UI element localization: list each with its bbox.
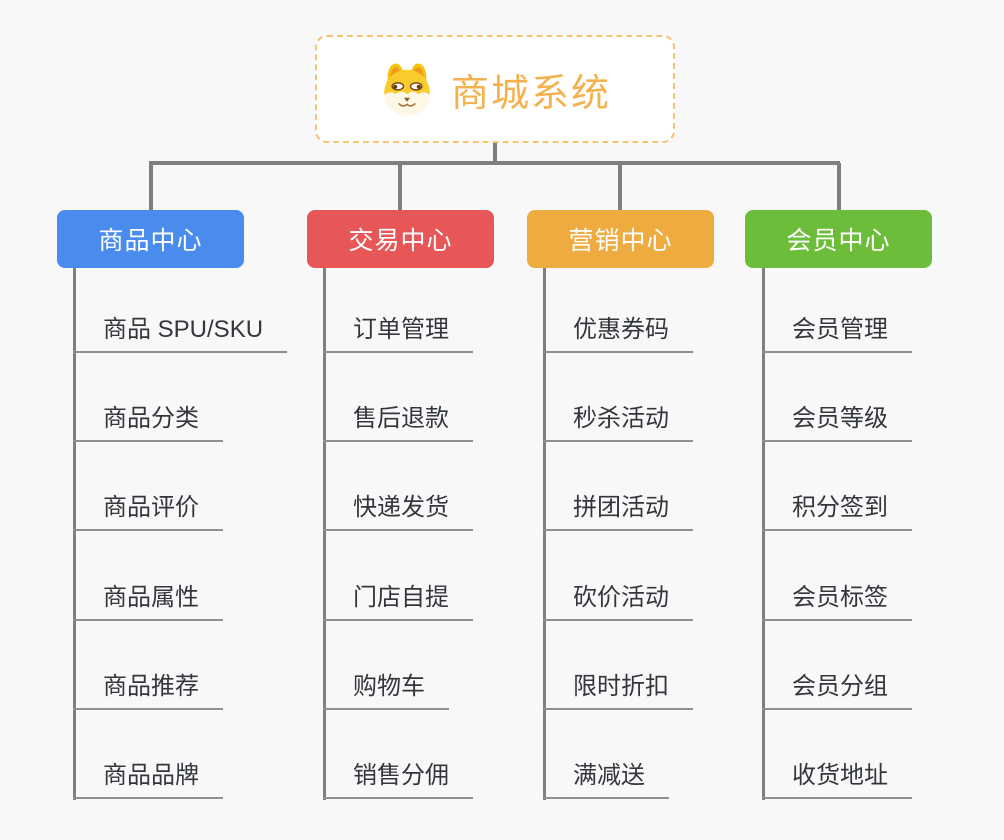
trunk-line [73, 268, 76, 800]
branch-label: 交易中心 [348, 227, 453, 255]
leaf-node[interactable]: 商品分类 [73, 404, 223, 442]
branch-label: 商品中心 [98, 227, 203, 255]
leaf-node[interactable]: 售后退款 [323, 404, 473, 442]
leaf-node[interactable]: 商品 SPU/SKU [73, 315, 288, 353]
leaf-node[interactable]: 会员分组 [762, 672, 912, 710]
leaf-node[interactable]: 优惠券码 [543, 315, 693, 353]
leaf-node[interactable]: 积分签到 [762, 493, 912, 531]
leaf-node[interactable]: 满减送 [543, 761, 669, 799]
leaf-node[interactable]: 订单管理 [323, 315, 473, 353]
branch-node-member-center[interactable]: 会员中心 [745, 210, 932, 268]
leaf-node[interactable]: 砍价活动 [543, 583, 693, 621]
leaf-node[interactable]: 会员管理 [762, 315, 912, 353]
doge-icon [384, 63, 430, 116]
root-node[interactable]: 商城系统 [315, 35, 675, 143]
branch-connector-line [398, 163, 402, 210]
leaf-node[interactable]: 会员标签 [762, 583, 912, 621]
branch-node-product-center[interactable]: 商品中心 [57, 210, 244, 268]
leaf-node[interactable]: 门店自提 [323, 583, 473, 621]
root-title: 商城系统 [450, 72, 611, 115]
root-connector-line [493, 141, 497, 163]
leaf-node[interactable]: 商品推荐 [73, 672, 223, 710]
leaf-node[interactable]: 会员等级 [762, 404, 912, 442]
leaf-node[interactable]: 收货地址 [762, 761, 912, 799]
leaf-node[interactable]: 购物车 [323, 672, 449, 710]
branch-node-marketing-center[interactable]: 营销中心 [527, 210, 714, 268]
branch-connector-line [618, 163, 622, 210]
leaf-node[interactable]: 商品品牌 [73, 761, 223, 799]
horizontal-connector-line [149, 161, 840, 165]
branch-node-trade-center[interactable]: 交易中心 [307, 210, 494, 268]
branch-connector-line [149, 163, 153, 210]
leaf-node[interactable]: 限时折扣 [543, 672, 693, 710]
leaf-node[interactable]: 拼团活动 [543, 493, 693, 531]
trunk-line [762, 268, 765, 800]
branch-label: 营销中心 [568, 227, 673, 255]
leaf-node[interactable]: 商品评价 [73, 493, 223, 531]
branch-connector-line [837, 163, 841, 210]
trunk-line [323, 268, 326, 800]
leaf-node[interactable]: 快递发货 [323, 493, 473, 531]
leaf-node[interactable]: 销售分佣 [323, 761, 473, 799]
leaf-node[interactable]: 秒杀活动 [543, 404, 693, 442]
leaf-node[interactable]: 商品属性 [73, 583, 223, 621]
branch-label: 会员中心 [786, 227, 891, 255]
trunk-line [543, 268, 546, 800]
